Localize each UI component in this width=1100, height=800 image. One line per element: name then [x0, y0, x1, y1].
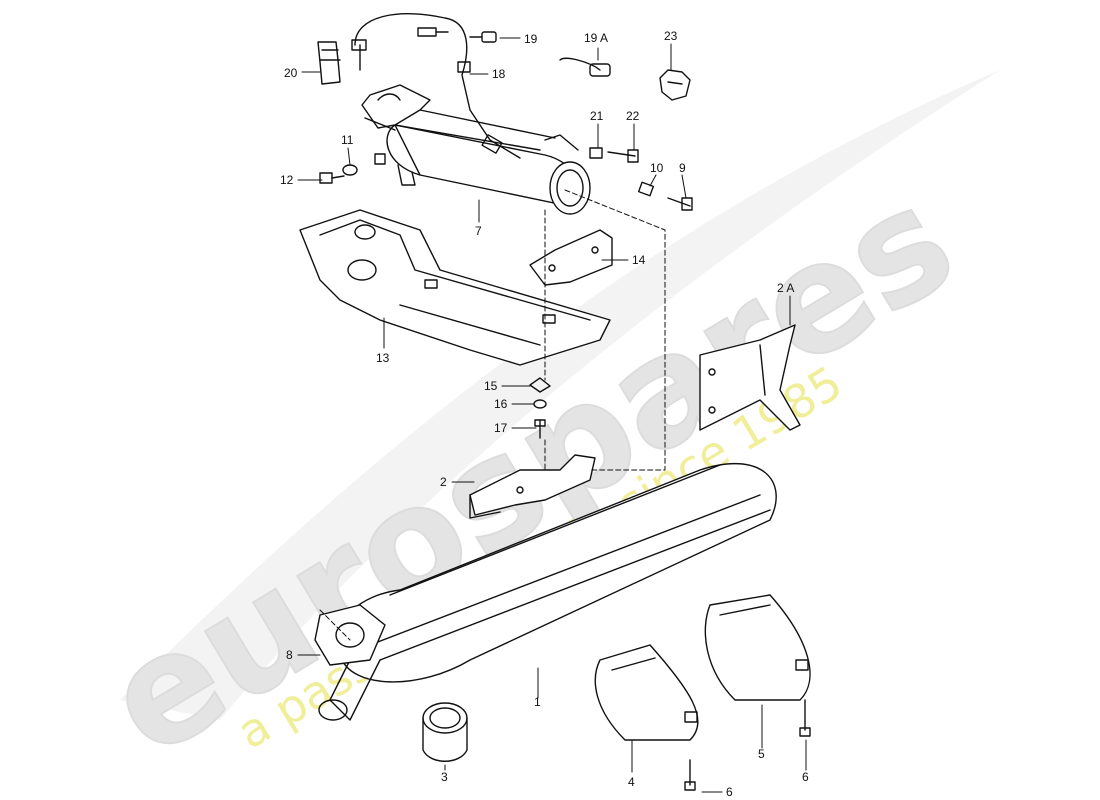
plug-19	[469, 31, 497, 43]
callout-14: 14	[632, 253, 646, 267]
callout-2a: 2 A	[777, 281, 794, 295]
connector-19a	[559, 57, 611, 77]
callout-labels: 20 19 19 A 23 18 21 22 10 9 11 12 7 14 1…	[280, 29, 809, 799]
pipe-sleeve	[422, 702, 468, 762]
callout-10: 10	[650, 161, 664, 175]
callout-1: 1	[534, 695, 541, 709]
callout-22: 22	[626, 109, 640, 123]
stud-22	[607, 149, 639, 163]
clamp-4	[594, 644, 699, 741]
callout-13: 13	[376, 351, 390, 365]
screw-17	[534, 419, 546, 439]
washer-11	[342, 164, 358, 176]
callout-5: 5	[758, 747, 765, 761]
leader-lines	[297, 37, 807, 793]
oxygen-sensor-cable	[351, 13, 521, 159]
muffler	[318, 462, 777, 721]
watermark-swoosh	[120, 70, 1000, 720]
callout-15: 15	[484, 379, 498, 393]
catalytic-converter	[361, 84, 591, 215]
callout-23: 23	[664, 29, 678, 43]
callout-19a: 19 A	[584, 31, 608, 45]
callout-19: 19	[524, 32, 538, 46]
callout-17: 17	[494, 421, 508, 435]
clip-23	[659, 69, 691, 101]
callout-4: 4	[628, 775, 635, 789]
heat-shield	[299, 209, 611, 366]
callout-7: 7	[475, 224, 482, 238]
callout-2: 2	[440, 475, 447, 489]
clamp-5	[704, 594, 811, 701]
nut-10	[637, 181, 655, 197]
callout-9: 9	[679, 161, 686, 175]
callout-3: 3	[441, 770, 448, 784]
callout-6-left: 6	[726, 785, 733, 799]
bolt-6-right	[799, 699, 811, 737]
heat-plate-2a	[699, 324, 801, 431]
callout-20: 20	[284, 66, 298, 80]
callout-12: 12	[280, 173, 294, 187]
bolt-12	[319, 153, 386, 184]
callout-18: 18	[492, 67, 506, 81]
clip-15	[529, 377, 551, 393]
mount-bracket-2	[469, 454, 596, 519]
bolt-6-left	[684, 759, 696, 791]
bracket-14	[529, 229, 613, 286]
callout-16: 16	[494, 397, 508, 411]
callout-21: 21	[590, 109, 604, 123]
reference-lines	[319, 189, 666, 641]
callout-8: 8	[286, 648, 293, 662]
nut-21	[589, 147, 603, 159]
callout-11: 11	[341, 133, 354, 147]
sensor-boot	[317, 41, 341, 85]
gasket-8	[314, 604, 386, 666]
bolt-9	[667, 197, 693, 211]
callout-6-right: 6	[802, 770, 809, 784]
